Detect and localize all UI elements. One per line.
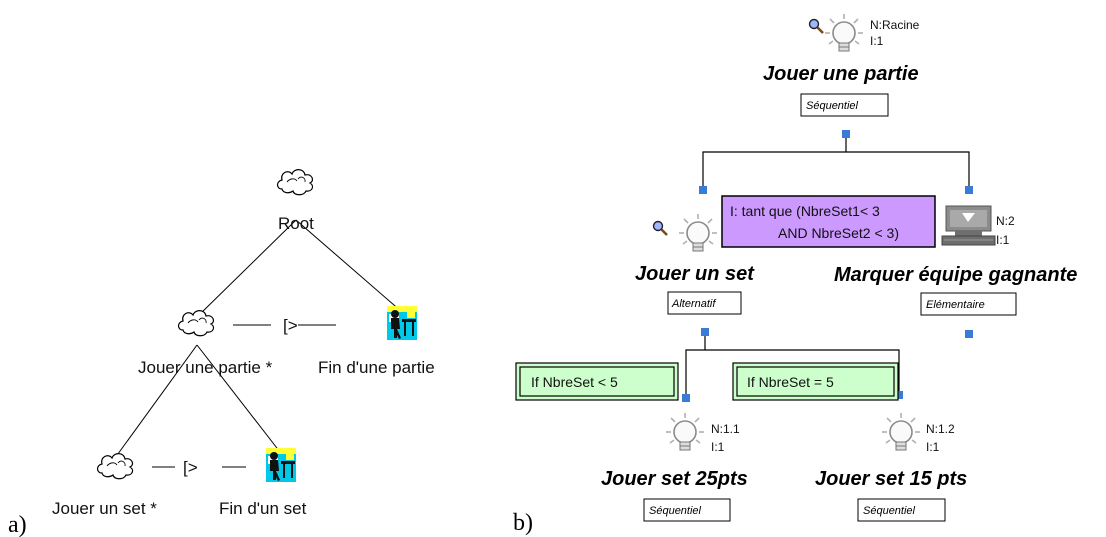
panel-a-marker: a) <box>8 512 27 537</box>
set-cloud-icon <box>96 453 134 480</box>
set15-bulb-icon <box>881 412 921 451</box>
winner-title: Marquer équipe gagnante <box>834 264 1077 286</box>
node-jouer-une-partie: Jouer une partie * <box>138 358 273 377</box>
set-title: Jouer un set <box>635 263 755 285</box>
set25-condition: If NbreSet < 5 <box>531 374 618 390</box>
set15-condition-box <box>732 362 899 401</box>
set15-type-tag: Séquentiel <box>863 505 916 517</box>
connector-squares <box>682 130 973 402</box>
set25-condition-box <box>515 362 679 401</box>
set15-title: Jouer set 15 pts <box>815 468 967 490</box>
winner-i-label: I:1 <box>996 233 1010 247</box>
operator-top: [> <box>283 316 298 335</box>
root-cloud-icon <box>276 169 314 196</box>
root-magnifier-icon <box>808 18 825 35</box>
winner-type-tag: Elémentaire <box>926 299 985 311</box>
root-type-tag: Séquentiel <box>806 100 859 112</box>
fin-partie-user-icon <box>387 306 417 340</box>
fin-set-user-icon <box>266 448 296 482</box>
panel-a: Root [> Jouer une partie * Fin d'une par… <box>8 169 435 537</box>
node-fin-partie: Fin d'une partie <box>318 358 435 377</box>
set15-n-label: N:1.2 <box>926 422 955 436</box>
set-type-tag: Alternatif <box>671 298 716 310</box>
set25-bulb-icon <box>665 412 705 451</box>
root-bulb-icon <box>824 13 864 52</box>
partie-cloud-icon <box>177 310 215 337</box>
root-title: Jouer une partie <box>763 63 919 85</box>
set15-condition: If NbreSet = 5 <box>747 374 834 390</box>
set15-i-label: I:1 <box>926 440 940 454</box>
winner-n-label: N:2 <box>996 214 1015 228</box>
root-label: Root <box>278 214 314 233</box>
root-n-label: N:Racine <box>870 18 920 32</box>
panel-b-marker: b) <box>513 510 533 536</box>
node-fin-set: Fin d'un set <box>219 499 307 518</box>
set-condition-line1: I: tant que (NbreSet1< 3 <box>730 203 880 219</box>
panel-b: N:Racine I:1 Jouer une partie Séquentiel… <box>513 13 1077 536</box>
set25-n-label: N:1.1 <box>711 422 740 436</box>
computer-icon <box>941 205 996 246</box>
operator-bottom: [> <box>183 458 198 477</box>
set25-title: Jouer set 25pts <box>601 468 748 490</box>
set25-i-label: I:1 <box>711 440 725 454</box>
set-condition-box <box>721 195 936 248</box>
set25-type-tag: Séquentiel <box>649 505 702 517</box>
set-condition-line2: AND NbreSet2 < 3) <box>778 225 899 241</box>
root-i-label: I:1 <box>870 34 884 48</box>
set-bulb-icon <box>678 213 718 252</box>
set-magnifier-icon <box>652 220 669 237</box>
node-jouer-un-set: Jouer un set * <box>52 499 157 518</box>
